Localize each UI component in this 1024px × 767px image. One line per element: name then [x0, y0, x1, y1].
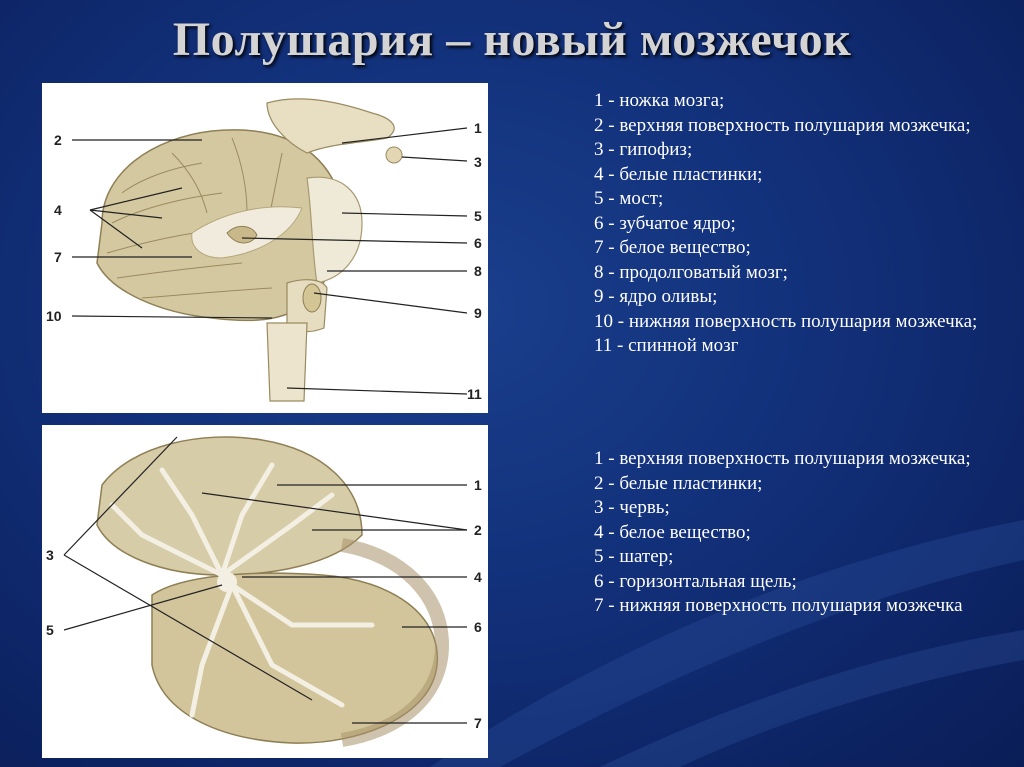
fig2-label-3: 3 [46, 547, 54, 563]
legend2-item: 7 - нижняя поверхность полушария мозжечк… [594, 595, 963, 616]
fig1-label-9: 9 [474, 305, 482, 321]
cerebellum-horizontal-figure: 1 2 3 4 5 6 7 [42, 425, 488, 758]
legend-figure2: 1 - верхняя поверхность полушария мозжеч… [594, 447, 1004, 619]
fig1-label-7: 7 [54, 249, 62, 265]
legend1-item: 6 - зубчатое ядро; [594, 212, 736, 234]
fig1-label-11: 11 [467, 386, 482, 402]
legend1-item: 1 - ножка мозга; [594, 90, 725, 111]
legend1-item: 8 - продолговатый мозг; [594, 261, 788, 283]
fig1-label-10: 10 [46, 308, 62, 324]
legend2-item: 2 - белые пластинки; [594, 472, 763, 494]
slide-title: Полушария – новый мозжечок [172, 13, 852, 66]
legend1-item: 11 - спинной мозг [594, 335, 739, 356]
legend1-item: 4 - белые пластинки; [594, 163, 763, 185]
fig1-label-5: 5 [474, 208, 482, 224]
legend-figure1: 1 - ножка мозга; 2 - верхняя поверхность… [594, 89, 1004, 359]
legend1-item: 2 - верхняя поверхность полушария мозжеч… [594, 114, 971, 136]
fig1-label-4: 4 [54, 202, 62, 218]
legend1-item: 10 - нижняя поверхность полушария мозжеч… [594, 310, 978, 332]
legend1-item: 9 - ядро оливы; [594, 286, 718, 307]
legend1-item: 7 - белое вещество; [594, 237, 751, 258]
legend2-item: 3 - червь; [594, 497, 670, 518]
legend2-item: 4 - белое вещество; [594, 521, 751, 543]
legend2-item: 1 - верхняя поверхность полушария мозжеч… [594, 448, 971, 469]
fig2-label-6: 6 [474, 619, 482, 635]
fig2-label-5: 5 [46, 622, 54, 638]
fig2-label-1: 1 [474, 477, 482, 493]
fig2-label-4: 4 [474, 569, 482, 585]
fig1-label-1: 1 [474, 120, 482, 136]
fig1-label-8: 8 [474, 263, 482, 279]
legend1-item: 5 - мост; [594, 188, 664, 209]
legend2-item: 5 - шатер; [594, 546, 674, 567]
fig1-label-6: 6 [474, 235, 482, 251]
fig2-label-7: 7 [474, 715, 482, 731]
fig1-label-3: 3 [474, 154, 482, 170]
legend1-item: 3 - гипофиз; [594, 139, 693, 160]
fig2-label-2: 2 [474, 522, 482, 538]
cerebellum-sagittal-figure: 1 2 3 4 5 6 7 8 9 10 11 [42, 83, 488, 413]
legend2-item: 6 - горизонтальная щель; [594, 570, 797, 592]
fig1-label-2: 2 [54, 132, 62, 148]
